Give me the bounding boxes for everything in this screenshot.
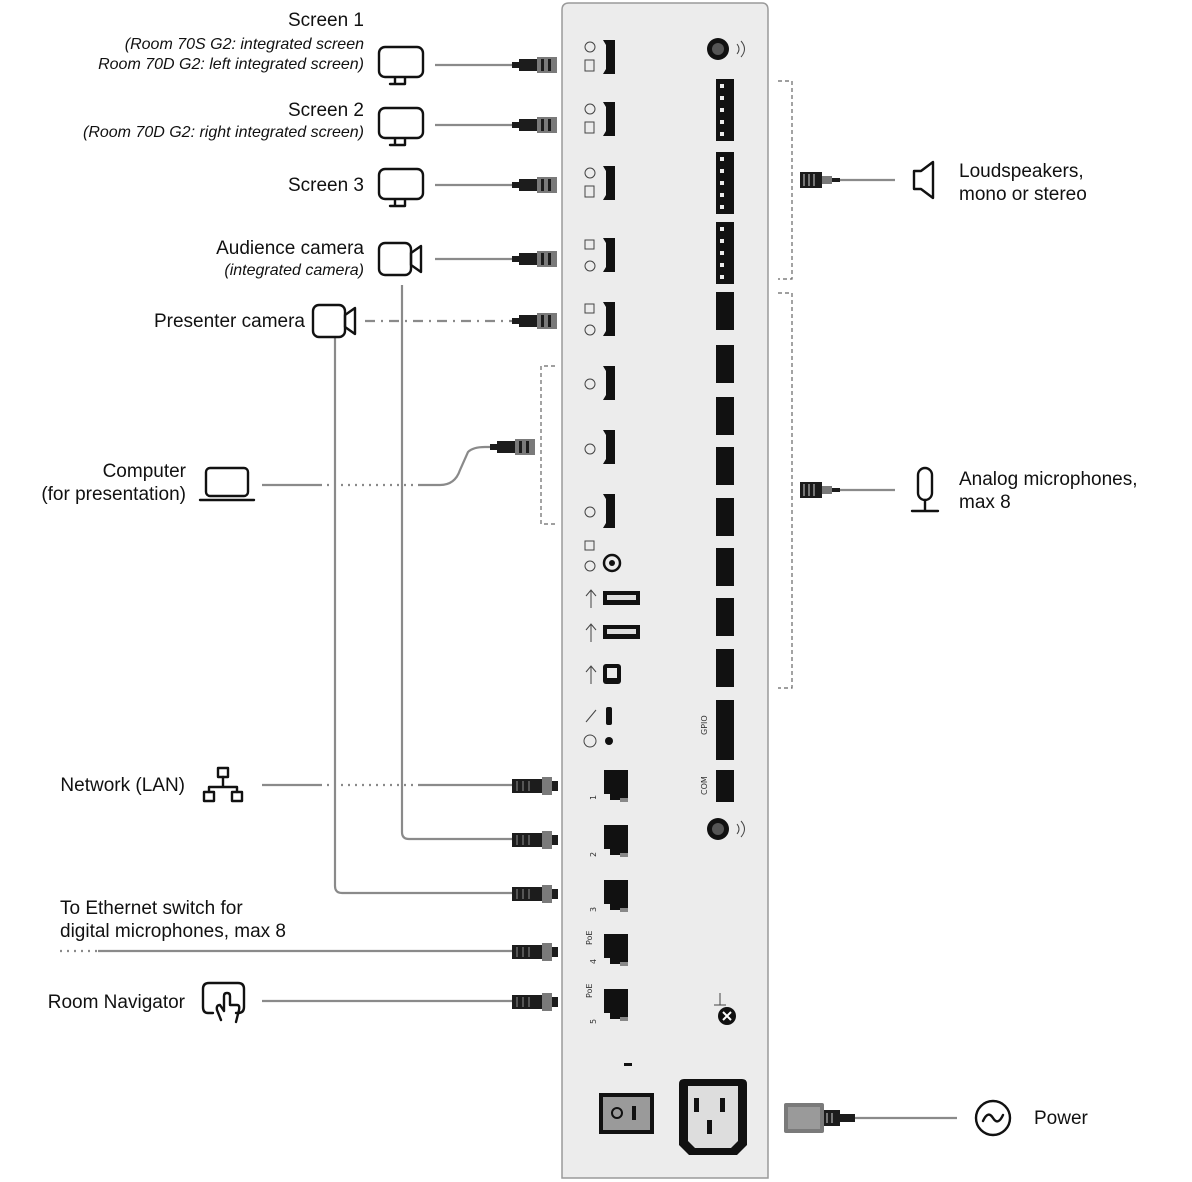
screen1-sub1: (Room 70S G2: integrated screen: [124, 36, 364, 53]
lan-number-4: 4: [589, 959, 598, 964]
touch-panel-icon: [201, 981, 246, 1024]
screen1-sub2: Room 70D G2: left integrated screen): [98, 56, 364, 73]
speaker-icon: [912, 160, 935, 200]
camera-icon: [311, 303, 357, 339]
codec-panel: [561, 2, 769, 1179]
computer-line1: Computer: [102, 461, 186, 482]
laptop-icon: [198, 466, 256, 502]
power-ac-icon: [974, 1099, 1012, 1137]
microphone-icon: [910, 466, 940, 513]
gpio-label: GPIO: [700, 715, 709, 735]
screen1-title: Screen 1: [287, 10, 364, 31]
ethernet-switch-line2: digital microphones, max 8: [60, 921, 286, 942]
bracket-loudspeakers: [778, 80, 793, 280]
panel-text: GPIO COM PoE PoE 1 2 3 4 5: [585, 715, 709, 1024]
hdmi-plugs: [490, 57, 557, 455]
audience-camera-sub: (integrated camera): [224, 262, 364, 279]
power-title: Power: [1034, 1108, 1088, 1129]
computer-line2: (for presentation): [41, 484, 186, 505]
monitor-icon: [377, 167, 425, 208]
power-switch: [599, 1063, 654, 1134]
monitor-icon: [377, 106, 425, 147]
bracket-hdmi-inputs: [540, 365, 555, 525]
screen2-sub1: (Room 70D G2: right integrated screen): [82, 124, 364, 141]
room-navigator-title: Room Navigator: [47, 992, 185, 1013]
hdmi-ports: [603, 40, 615, 528]
lan-number-5: 5: [589, 1019, 598, 1024]
analog-mics-line2: max 8: [959, 492, 1011, 513]
presenter-camera-title: Presenter camera: [153, 311, 305, 332]
network-title: Network (LAN): [60, 775, 185, 796]
poe-label-4: PoE: [585, 931, 594, 946]
audience-camera-title: Audience camera: [216, 238, 364, 259]
screen3-title: Screen 3: [287, 175, 364, 196]
euroblock-plugs: [800, 172, 840, 498]
cables: [60, 63, 957, 1120]
euroblock-connectors: [716, 79, 734, 802]
rj45-ports: [604, 770, 628, 1021]
network-icon: [202, 766, 244, 803]
top-audio-jacks: [707, 38, 745, 840]
ethernet-switch-line1: To Ethernet switch for: [60, 898, 243, 919]
misc-ports: [602, 553, 640, 745]
bracket-analog-mics: [778, 292, 793, 689]
screen2-title: Screen 2: [287, 100, 364, 121]
lan-number-2: 2: [589, 852, 598, 857]
rj45-plugs: [512, 777, 558, 1011]
loudspeakers-line1: Loudspeakers,: [959, 161, 1084, 182]
camera-icon: [377, 241, 423, 277]
panel-port-icons: [583, 41, 597, 748]
power-inlet: [679, 1079, 747, 1155]
analog-mics-line1: Analog microphones,: [959, 469, 1138, 490]
loudspeakers-line2: mono or stereo: [959, 184, 1087, 205]
ground-screw: [714, 993, 736, 1025]
poe-label-5: PoE: [585, 984, 594, 999]
com-label: COM: [700, 776, 709, 795]
lan-number-1: 1: [589, 795, 598, 800]
power-plug: [784, 1103, 855, 1133]
lan-number-3: 3: [589, 907, 598, 912]
monitor-icon: [377, 45, 425, 86]
